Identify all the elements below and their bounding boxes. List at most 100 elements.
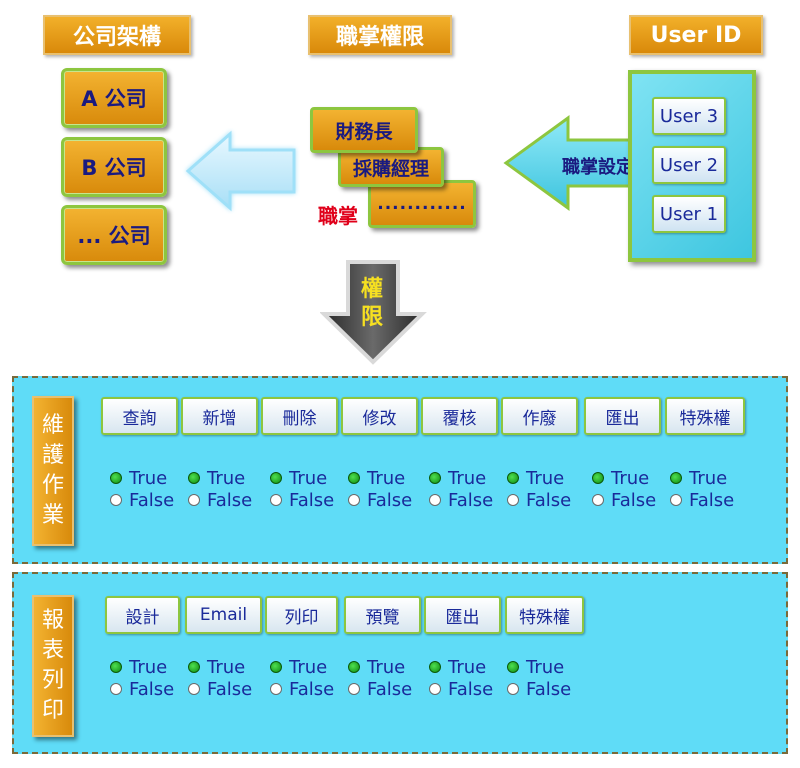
- radio-selected-icon[interactable]: [110, 472, 122, 484]
- radio-selected-icon[interactable]: [429, 472, 441, 484]
- company-etc-button[interactable]: ... 公司: [61, 205, 167, 265]
- duty-permission-header: 職掌權限: [308, 15, 452, 55]
- option-true-label: True: [367, 467, 406, 489]
- report-print-button[interactable]: 列印: [265, 596, 338, 634]
- report-print-true-option[interactable]: True: [270, 656, 334, 678]
- maint-query-false-option[interactable]: False: [110, 489, 174, 511]
- permission-label-top: 權: [361, 277, 384, 302]
- maint-export-true-option[interactable]: True: [592, 467, 656, 489]
- radio-unselected-icon[interactable]: [348, 683, 360, 695]
- report-design-options: True False: [110, 656, 174, 700]
- maint-add-false-option[interactable]: False: [188, 489, 252, 511]
- report-special-false-option[interactable]: False: [507, 678, 571, 700]
- radio-selected-icon[interactable]: [507, 661, 519, 673]
- report-export-false-option[interactable]: False: [429, 678, 493, 700]
- option-false-label: False: [129, 489, 175, 511]
- report-design-button[interactable]: 設計: [105, 596, 180, 634]
- maint-export-false-option[interactable]: False: [592, 489, 656, 511]
- radio-unselected-icon[interactable]: [592, 494, 604, 506]
- maint-void-false-option[interactable]: False: [507, 489, 571, 511]
- maint-special-true-option[interactable]: True: [670, 467, 734, 489]
- maint-special-button[interactable]: 特殊權: [665, 397, 745, 435]
- role-item-2[interactable]: 採購經理: [338, 147, 444, 187]
- radio-unselected-icon[interactable]: [507, 494, 519, 506]
- maint-export-button[interactable]: 匯出: [584, 397, 661, 435]
- report-label: 報 表 列 印: [32, 595, 74, 737]
- maint-query-button[interactable]: 查詢: [101, 397, 178, 435]
- report-preview-label: 預覽: [365, 607, 400, 628]
- report-email-false-option[interactable]: False: [188, 678, 252, 700]
- radio-selected-icon[interactable]: [429, 661, 441, 673]
- radio-selected-icon[interactable]: [188, 472, 200, 484]
- report-design-label: 設計: [125, 607, 160, 628]
- report-email-button[interactable]: Email: [185, 596, 262, 634]
- maint-add-true-option[interactable]: True: [188, 467, 252, 489]
- radio-unselected-icon[interactable]: [110, 494, 122, 506]
- duty-permission-header-text: 職掌權限: [335, 25, 424, 50]
- maint-edit-button[interactable]: 修改: [341, 397, 418, 435]
- maint-edit-true-option[interactable]: True: [348, 467, 412, 489]
- maint-delete-button[interactable]: 刪除: [261, 397, 338, 435]
- radio-selected-icon[interactable]: [270, 661, 282, 673]
- option-false-label: False: [689, 489, 735, 511]
- maint-delete-false-option[interactable]: False: [270, 489, 334, 511]
- report-preview-false-option[interactable]: False: [348, 678, 412, 700]
- maint-void-button[interactable]: 作廢: [501, 397, 578, 435]
- role-item-3[interactable]: ............: [368, 180, 476, 228]
- user-3-button[interactable]: User 3: [652, 97, 726, 135]
- user-2-button[interactable]: User 2: [652, 146, 726, 184]
- maint-review-true-option[interactable]: True: [429, 467, 493, 489]
- company-etc-label: ... 公司: [77, 224, 151, 248]
- option-true-label: True: [526, 656, 565, 678]
- maint-review-false-option[interactable]: False: [429, 489, 493, 511]
- maint-review-button[interactable]: 覆核: [421, 397, 498, 435]
- radio-unselected-icon[interactable]: [110, 683, 122, 695]
- report-export-true-option[interactable]: True: [429, 656, 493, 678]
- radio-selected-icon[interactable]: [507, 472, 519, 484]
- role-item-1[interactable]: 財務長: [310, 107, 418, 153]
- report-design-true-option[interactable]: True: [110, 656, 174, 678]
- radio-unselected-icon[interactable]: [507, 683, 519, 695]
- radio-selected-icon[interactable]: [592, 472, 604, 484]
- maint-delete-true-option[interactable]: True: [270, 467, 334, 489]
- radio-selected-icon[interactable]: [348, 661, 360, 673]
- report-preview-true-option[interactable]: True: [348, 656, 412, 678]
- radio-selected-icon[interactable]: [110, 661, 122, 673]
- radio-selected-icon[interactable]: [348, 472, 360, 484]
- option-false-label: False: [129, 678, 175, 700]
- maint-edit-false-option[interactable]: False: [348, 489, 412, 511]
- radio-unselected-icon[interactable]: [348, 494, 360, 506]
- permission-label-bottom: 限: [361, 305, 384, 330]
- radio-unselected-icon[interactable]: [429, 683, 441, 695]
- report-print-false-option[interactable]: False: [270, 678, 334, 700]
- user-1-button[interactable]: User 1: [652, 195, 726, 233]
- report-special-true-option[interactable]: True: [507, 656, 571, 678]
- radio-selected-icon[interactable]: [270, 472, 282, 484]
- maint-add-button[interactable]: 新增: [181, 397, 258, 435]
- maint-review-options: True False: [429, 467, 493, 511]
- maint-special-false-option[interactable]: False: [670, 489, 734, 511]
- report-design-false-option[interactable]: False: [110, 678, 174, 700]
- maintenance-label: 維 護 作 業: [32, 396, 74, 546]
- radio-unselected-icon[interactable]: [270, 683, 282, 695]
- maint-export-options: True False: [592, 467, 656, 511]
- radio-unselected-icon[interactable]: [188, 683, 200, 695]
- radio-unselected-icon[interactable]: [188, 494, 200, 506]
- radio-unselected-icon[interactable]: [429, 494, 441, 506]
- report-export-button[interactable]: 匯出: [424, 596, 501, 634]
- maint-void-true-option[interactable]: True: [507, 467, 571, 489]
- company-a-button[interactable]: A 公司: [61, 68, 167, 128]
- maint-query-label: 查詢: [122, 408, 157, 429]
- radio-unselected-icon[interactable]: [270, 494, 282, 506]
- maint-query-true-option[interactable]: True: [110, 467, 174, 489]
- radio-unselected-icon[interactable]: [670, 494, 682, 506]
- company-b-button[interactable]: B 公司: [61, 137, 167, 197]
- option-true-label: True: [129, 656, 168, 678]
- report-special-button[interactable]: 特殊權: [505, 596, 584, 634]
- option-false-label: False: [207, 489, 253, 511]
- radio-selected-icon[interactable]: [188, 661, 200, 673]
- report-email-true-option[interactable]: True: [188, 656, 252, 678]
- report-preview-button[interactable]: 預覽: [344, 596, 421, 634]
- radio-selected-icon[interactable]: [670, 472, 682, 484]
- report-special-label: 特殊權: [519, 607, 570, 628]
